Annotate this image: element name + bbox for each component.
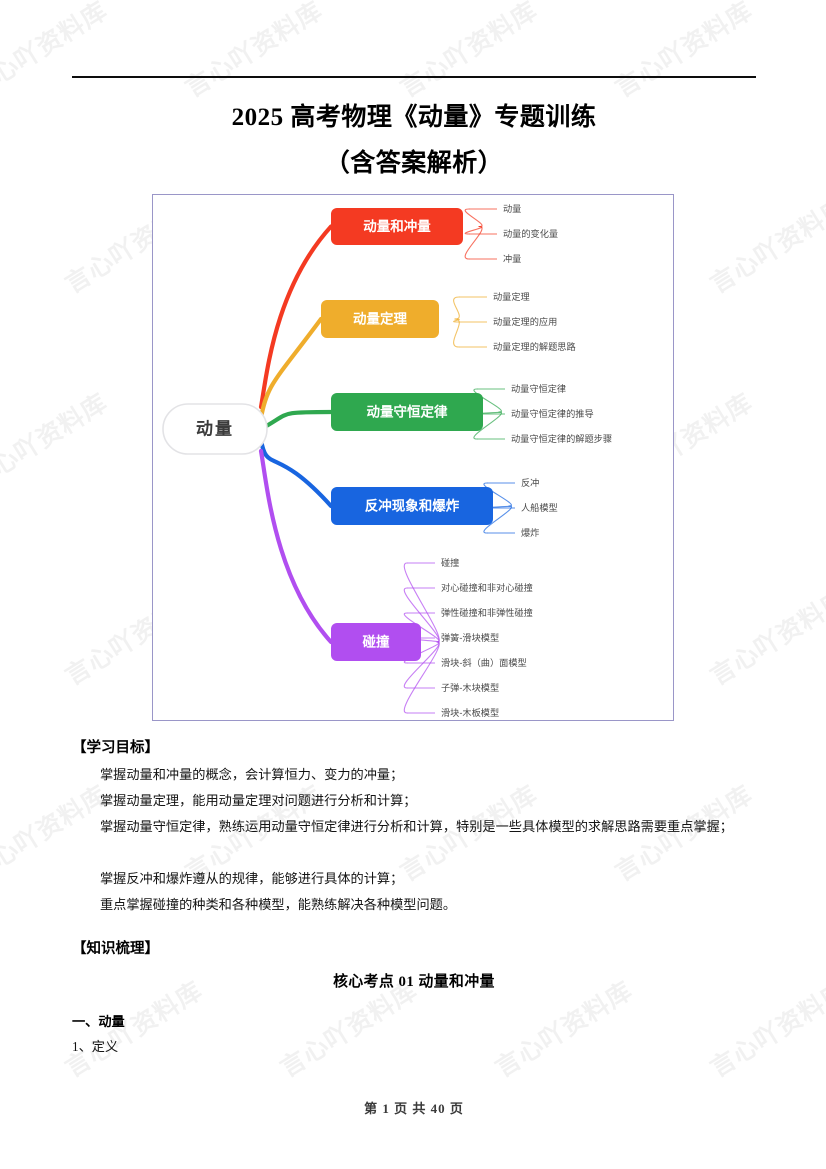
mindmap-leaf-label: 滑块-木板模型	[441, 707, 499, 718]
mindmap-leaf-label: 反冲	[521, 477, 539, 488]
mindmap-leaf-label: 碰撞	[441, 557, 459, 568]
mindmap-figure: 动量动量的变化量冲量动量定理动量定理的应用动量定理的解题思路动量守恒定律动量守恒…	[152, 194, 674, 721]
mindmap-leaf-label: 动量	[503, 204, 521, 214]
mindmap-leaf-label: 动量守恒定律的解题步骤	[511, 433, 612, 444]
mindmap-leaf-connector	[483, 505, 512, 534]
mindmap-leaf-label: 冲量	[503, 253, 521, 264]
title-line-1: 2025 高考物理《动量》专题训练	[231, 104, 597, 131]
mindmap-leaf-connector	[453, 318, 460, 348]
mindmap-leaf-label: 动量定理的应用	[493, 316, 557, 327]
mindmap-branch-node	[321, 300, 439, 338]
mindmap-branch-node	[331, 208, 463, 245]
mindmap-branch-node	[331, 393, 483, 431]
mindmap-leaf-label: 人船模型	[521, 502, 558, 513]
mindmap-leaf-connector	[403, 612, 440, 643]
mindmap-leaf-label: 动量的变化量	[503, 228, 558, 239]
objective-item-5: 重点掌握碰撞的种类和各种模型，能熟练解决各种模型问题。	[100, 897, 457, 912]
mindmap-leaf-connector	[473, 411, 502, 440]
mindmap-leaf-label: 子弹-木块模型	[441, 682, 499, 693]
objective-item-4: 掌握反冲和爆炸遵从的规律，能够进行具体的计算；	[100, 871, 404, 886]
mindmap-branch-connector	[258, 224, 334, 410]
header-rule	[72, 76, 756, 78]
mindmap-leaf-connector	[464, 225, 483, 260]
mindmap-leaf-connector	[473, 388, 502, 413]
mindmap-leaf-connector	[483, 482, 512, 507]
page-footer: 第 1 页 共 40 页	[364, 1101, 464, 1116]
objective-item-2: 掌握动量定理，能用动量定理对问题进行分析和计算；	[100, 793, 417, 808]
mindmap-branch-node	[331, 487, 493, 525]
mindmap-leaf-nodes: 动量动量的变化量冲量动量定理动量定理的应用动量定理的解题思路动量守恒定律动量守恒…	[403, 204, 612, 718]
mindmap-leaf-label: 动量守恒定律的推导	[511, 408, 594, 419]
objectives-heading: 【学习目标】	[72, 740, 159, 756]
mindmap-leaf-connector	[464, 208, 483, 228]
mindmap-leaf-label: 对心碰撞和非对心碰撞	[441, 582, 533, 593]
mindmap-root-box	[162, 403, 268, 455]
title-line-2: （含答案解析）	[324, 150, 504, 177]
mindmap-branch-connector	[258, 448, 334, 645]
mindmap-branch-label: 动量定理	[353, 311, 407, 327]
mindmap-branch-connector	[258, 316, 324, 421]
mindmap-root-node: 动量	[162, 403, 268, 455]
mindmap-leaf-connector	[453, 296, 460, 320]
objective-item-1: 掌握动量和冲量的概念，会计算恒力、变力的冲量；	[100, 767, 404, 782]
mindmap-leaf-label: 弹簧-滑块模型	[441, 632, 499, 643]
mindmap-branch-label: 碰撞	[363, 634, 390, 650]
mindmap-branch-node	[331, 623, 421, 661]
document-title: 2025 高考物理《动量》专题训练 （含答案解析）	[72, 95, 756, 187]
mindmap-branch-label: 动量守恒定律	[367, 404, 448, 420]
mindmap-connectors	[258, 224, 334, 645]
mindmap-root-label: 动量	[196, 418, 234, 438]
core-point-title: 核心考点 01 动量和冲量	[333, 974, 495, 990]
mindmap-leaf-label: 滑块-斜（曲）面模型	[441, 657, 527, 668]
mindmap-leaf-connector	[403, 641, 440, 714]
knowledge-heading: 【知识梳理】	[72, 941, 159, 957]
mindmap-branch-connector	[258, 437, 334, 509]
mindmap-branch-connector	[258, 409, 334, 432]
mindmap-leaf-connector	[464, 225, 483, 235]
mindmap-svg: 动量动量的变化量冲量动量定理动量定理的应用动量定理的解题思路动量守恒定律动量守恒…	[162, 204, 612, 718]
mindmap-leaf-label: 动量守恒定律	[511, 383, 566, 394]
mindmap-leaf-label: 爆炸	[521, 527, 539, 538]
mindmap-branch-label: 动量和冲量	[363, 218, 431, 234]
mindmap-branch-label: 反冲现象和爆炸	[365, 498, 460, 514]
objective-item-3: 掌握动量守恒定律，熟练运用动量守恒定律进行分析和计算，特别是一些具体模型的求解思…	[100, 819, 733, 834]
mindmap-leaf-label: 动量定理的解题思路	[493, 341, 576, 352]
subsection-item-definition: 1、定义	[72, 1039, 119, 1054]
subsection-heading-momentum: 一、动量	[72, 1014, 125, 1029]
mindmap-leaf-label: 弹性碰撞和非弹性碰撞	[441, 607, 533, 618]
mindmap-leaf-label: 动量定理	[493, 291, 530, 302]
